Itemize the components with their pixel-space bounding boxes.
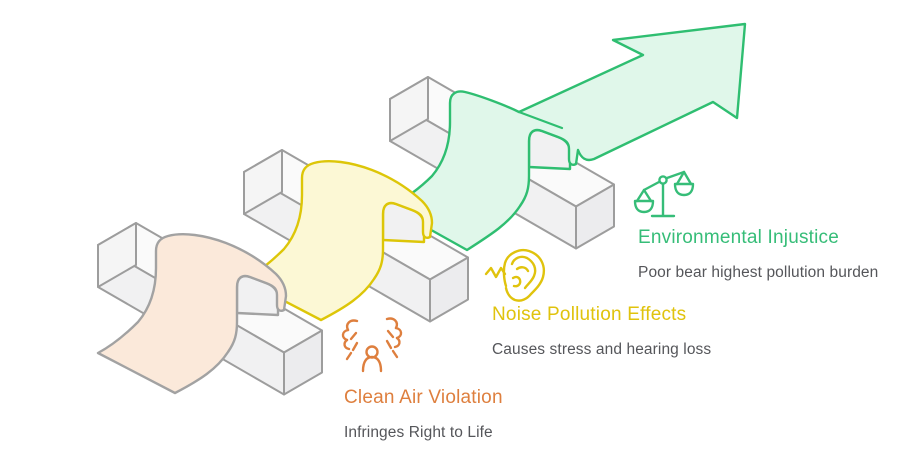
ear-noise-icon (484, 249, 545, 302)
clean-air-subtitle: Infringes Right to Life (344, 424, 493, 441)
environmental-injustice-subtitle: Poor bear highest pollution burden (638, 264, 879, 281)
air-pollution-person-icon (341, 317, 403, 373)
noise-pollution-subtitle: Causes stress and hearing loss (492, 341, 712, 358)
progress-arrow-ribbon (388, 22, 747, 252)
noise-pollution-title: Noise Pollution Effects (492, 304, 687, 325)
clean-air-title: Clean Air Violation (344, 387, 503, 408)
environmental-injustice-title: Environmental Injustice (638, 227, 840, 248)
noise-pollution-label-block: Noise Pollution Effects Causes stress an… (492, 304, 711, 359)
justice-scales-icon (633, 170, 695, 218)
clean-air-label-block: Clean Air Violation Infringes Right to L… (344, 387, 503, 442)
environmental-injustice-label-block: Environmental Injustice Poor bear highes… (638, 227, 878, 282)
green-ribbon-fold-crease (517, 110, 564, 130)
